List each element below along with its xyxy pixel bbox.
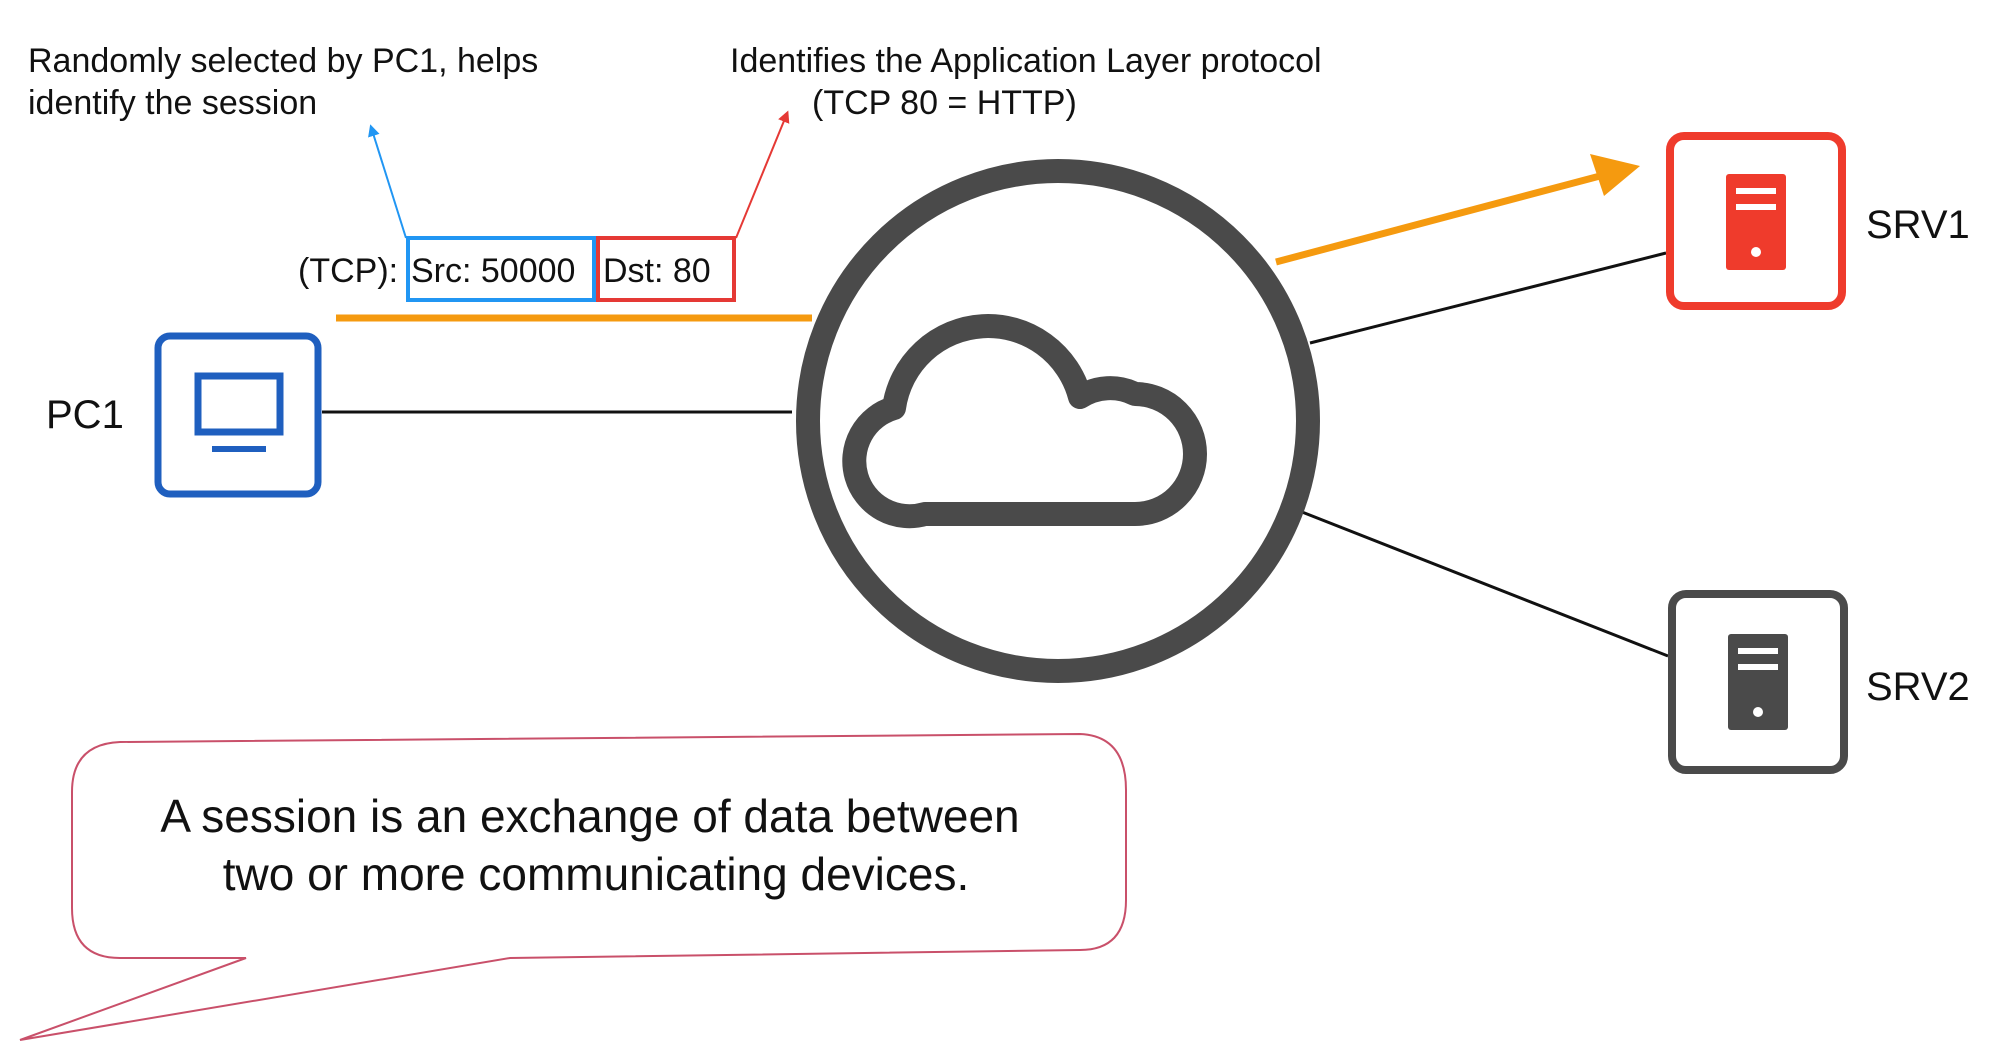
dst-port-box bbox=[596, 236, 736, 302]
srv1-device[interactable] bbox=[1666, 132, 1846, 310]
link-cloud-srv2 bbox=[1301, 510, 1669, 658]
srv1-label: SRV1 bbox=[1866, 203, 1970, 247]
src-port-label: Src: 50000 bbox=[411, 252, 575, 290]
cloud-icon bbox=[796, 159, 1320, 683]
flow-arrowhead bbox=[1590, 154, 1640, 196]
srv2-device[interactable] bbox=[1668, 590, 1848, 774]
src-note-line1: Randomly selected by PC1, helps bbox=[28, 42, 538, 80]
dst-note-line1: Identifies the Application Layer protoco… bbox=[730, 42, 1322, 80]
server-icon bbox=[1728, 634, 1788, 730]
srv2-label: SRV2 bbox=[1866, 665, 1970, 709]
server-icon bbox=[1726, 174, 1786, 270]
monitor-icon bbox=[194, 372, 284, 452]
dst-note-line2: (TCP 80 = HTTP) bbox=[812, 84, 1077, 122]
src-port-box bbox=[406, 236, 596, 302]
callout-line2: two or more communicating devices. bbox=[223, 848, 970, 900]
callout-line1: A session is an exchange of data between bbox=[160, 790, 1019, 842]
pc1-device[interactable] bbox=[154, 332, 322, 498]
protocol-label: (TCP): bbox=[298, 252, 398, 290]
pc1-label: PC1 bbox=[46, 393, 124, 437]
src-note-line2: identify the session bbox=[28, 84, 317, 122]
src-note-arrow bbox=[368, 124, 407, 239]
dst-note-arrow bbox=[735, 110, 790, 239]
flow-line-srv1 bbox=[1275, 172, 1601, 266]
link-cloud-srv1 bbox=[1309, 251, 1667, 345]
session-callout-bubble bbox=[19, 732, 1127, 1041]
dst-port-label: Dst: 80 bbox=[603, 252, 711, 290]
